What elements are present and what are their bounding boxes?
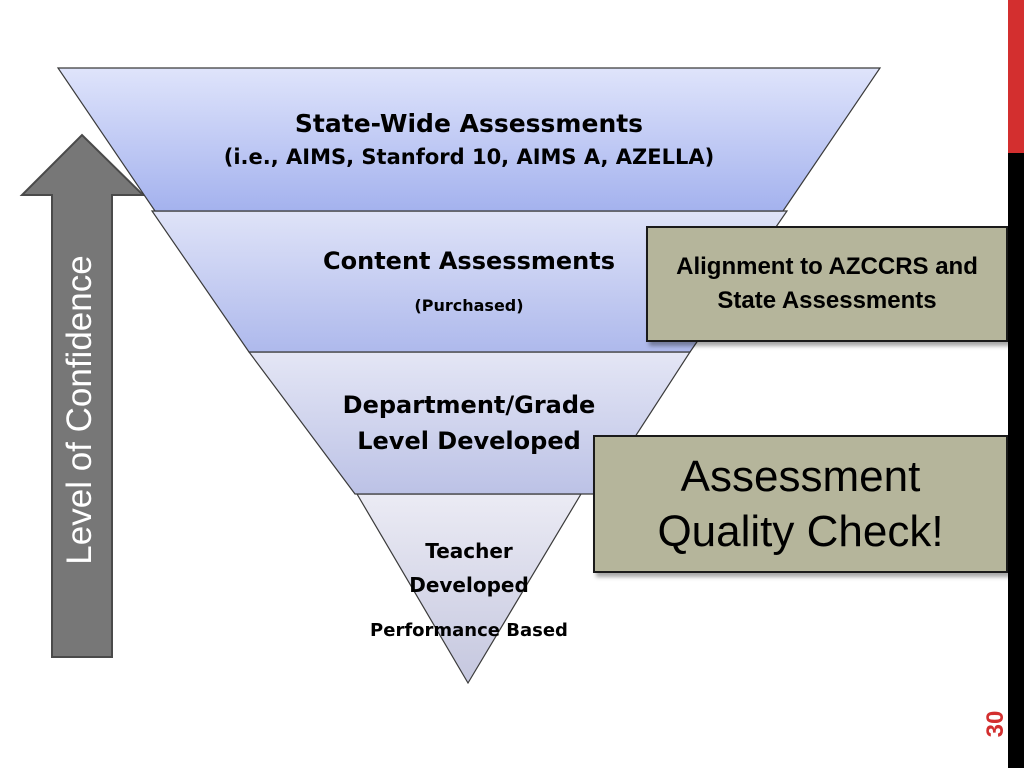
tier1-title: State-Wide Assessments	[294, 109, 644, 138]
arrow-label: Level of Confidence	[60, 255, 99, 565]
tier4-line2: Developed	[409, 573, 529, 597]
tier3-line2: Level Developed	[357, 427, 581, 455]
accent-bar-red	[1008, 0, 1024, 153]
tier4-line1: Teacher	[425, 539, 513, 563]
tier2-title: Content Assessments	[323, 247, 615, 275]
alignment-callout: Alignment to AZCCRS and State Assessment…	[646, 226, 1008, 342]
tier2-subtitle: (Purchased)	[414, 296, 524, 315]
tier1-subtitle: (i.e., AIMS, Stanford 10, AIMS A, AZELLA…	[223, 145, 715, 169]
quality-check-callout: Assessment Quality Check!	[593, 435, 1008, 573]
tier3-line1: Department/Grade	[342, 391, 596, 419]
tier4-line3: Performance Based	[370, 620, 568, 641]
accent-bar-black	[1008, 153, 1024, 768]
pyramid-tier-statewide	[56, 67, 882, 212]
slide-number: 30	[982, 710, 1009, 738]
quality-check-callout-text: Assessment Quality Check!	[657, 452, 944, 556]
alignment-callout-text: Alignment to AZCCRS and State Assessment…	[676, 253, 978, 314]
confidence-arrow	[19, 133, 146, 658]
